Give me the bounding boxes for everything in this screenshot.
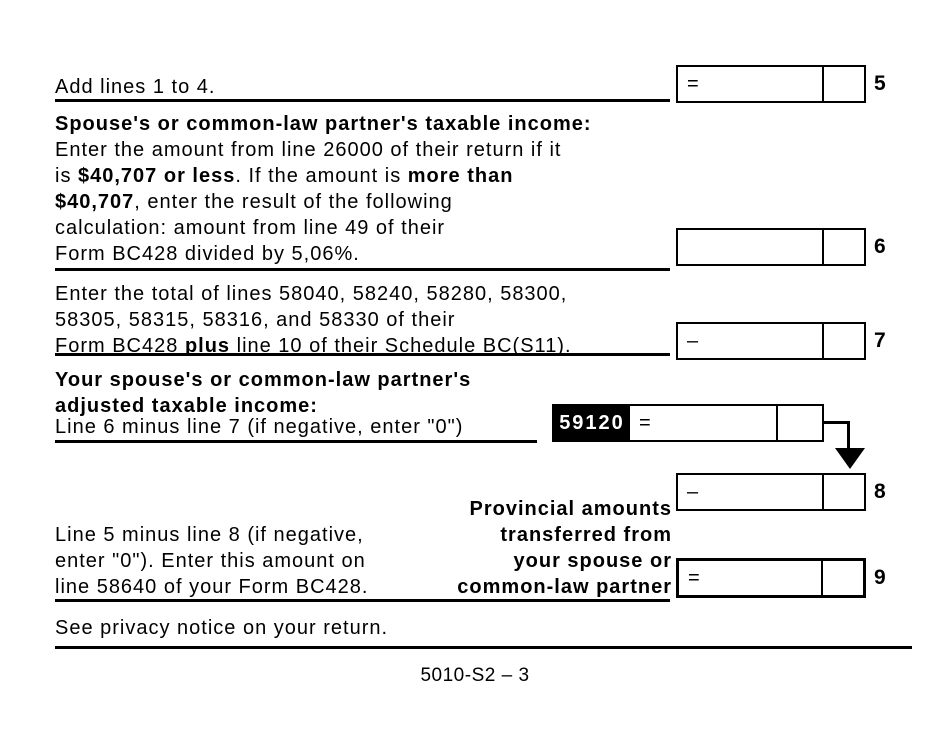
instruction-add-lines-1-to-4: Add lines 1 to 4. — [55, 76, 216, 98]
spouse-taxable-income-line3: is $40,707 or less. If the amount is mor… — [55, 163, 513, 189]
adjusted-taxable-income-heading-1: Your spouse's or common-law partner's — [55, 369, 472, 391]
amount-field-line5[interactable]: = — [678, 67, 824, 101]
flow-arrow-horizontal — [822, 421, 850, 424]
equals-prefix: = — [688, 567, 701, 589]
amount-box-line9: = — [676, 558, 866, 598]
provincial-amounts-caption-line2: transferred from — [500, 524, 672, 546]
spouse-taxable-income-line6: Form BC428 divided by 5,06%. — [55, 243, 360, 265]
amount-field-line6[interactable] — [678, 230, 824, 264]
line5-minus-line8-instruction-line3: line 58640 of your Form BC428. — [55, 576, 369, 598]
line-number-7: 7 — [874, 329, 887, 352]
line-number-8: 8 — [874, 480, 887, 503]
text-fragment: is — [55, 165, 78, 187]
page-bottom-rule — [55, 646, 912, 649]
section-divider-5 — [55, 599, 670, 602]
amount-field-59120[interactable]: = — [630, 406, 778, 440]
minus-prefix: – — [687, 481, 700, 503]
equals-prefix: = — [639, 412, 652, 434]
spouse-taxable-income-line5: calculation: amount from line 49 of thei… — [55, 217, 446, 239]
amount-box-line6 — [676, 228, 866, 266]
section-divider-4 — [55, 440, 537, 443]
provincial-amounts-caption-line3: your spouse or — [513, 550, 672, 572]
total-lines-instruction-line2: 58305, 58315, 58316, and 58330 of their — [55, 309, 456, 331]
section-divider-2 — [55, 268, 670, 271]
spouse-taxable-income-line4: $40,707, enter the result of the followi… — [55, 189, 453, 215]
total-lines-instruction-line3: Form BC428 plus line 10 of their Schedul… — [55, 333, 572, 359]
amount-box-line8: – — [676, 473, 866, 511]
line6-minus-line7-instruction: Line 6 minus line 7 (if negative, enter … — [55, 416, 464, 438]
amount-field-line7[interactable]: – — [678, 324, 824, 358]
field-code-59120: 59120 — [554, 406, 630, 440]
equals-prefix: = — [687, 73, 700, 95]
cents-field-line5[interactable] — [824, 67, 864, 101]
text-fragment: . If the amount is — [235, 165, 408, 187]
cents-field-line7[interactable] — [824, 324, 864, 358]
plus-bold: plus — [184, 335, 231, 357]
flow-arrow-vertical — [847, 421, 850, 450]
threshold-amount-bold: $40,707 or less — [78, 165, 236, 187]
provincial-amounts-caption-line4: common-law partner — [457, 576, 672, 598]
spouse-taxable-income-line2: Enter the amount from line 26000 of thei… — [55, 139, 562, 161]
line-number-6: 6 — [874, 235, 887, 258]
cents-field-59120[interactable] — [778, 406, 822, 440]
threshold-amount-bold: $40,707 — [55, 191, 135, 213]
line-number-9: 9 — [874, 566, 887, 589]
text-fragment: Form BC428 — [55, 335, 185, 357]
provincial-amounts-caption-line1: Provincial amounts — [469, 498, 672, 520]
section-divider-1 — [55, 99, 670, 102]
flow-arrow-head-icon — [835, 448, 865, 469]
line5-minus-line8-instruction-line1: Line 5 minus line 8 (if negative, — [55, 524, 364, 546]
cents-field-line6[interactable] — [824, 230, 864, 264]
minus-prefix: – — [687, 330, 700, 352]
privacy-notice-text: See privacy notice on your return. — [55, 617, 389, 639]
amount-field-line8[interactable]: – — [678, 475, 824, 509]
amount-field-line9[interactable]: = — [679, 561, 823, 595]
amount-box-line5: = — [676, 65, 866, 103]
text-fragment: line 10 of their Schedule BC(S11). — [230, 335, 572, 357]
form-number-footer: 5010-S2 – 3 — [420, 665, 530, 686]
line-number-5: 5 — [874, 72, 887, 95]
text-fragment: , enter the result of the following — [134, 191, 453, 213]
amount-box-line7: – — [676, 322, 866, 360]
spouse-taxable-income-heading: Spouse's or common-law partner's taxable… — [55, 113, 592, 135]
line5-minus-line8-instruction-line2: enter "0"). Enter this amount on — [55, 550, 366, 572]
cents-field-line8[interactable] — [824, 475, 864, 509]
field-row-59120: 59120 = — [552, 404, 824, 442]
total-lines-instruction-line1: Enter the total of lines 58040, 58240, 5… — [55, 283, 568, 305]
adjusted-taxable-income-heading-2: adjusted taxable income: — [55, 395, 318, 417]
section-divider-3 — [55, 353, 670, 356]
cents-field-line9[interactable] — [823, 561, 863, 595]
more-than-bold: more than — [407, 165, 514, 187]
